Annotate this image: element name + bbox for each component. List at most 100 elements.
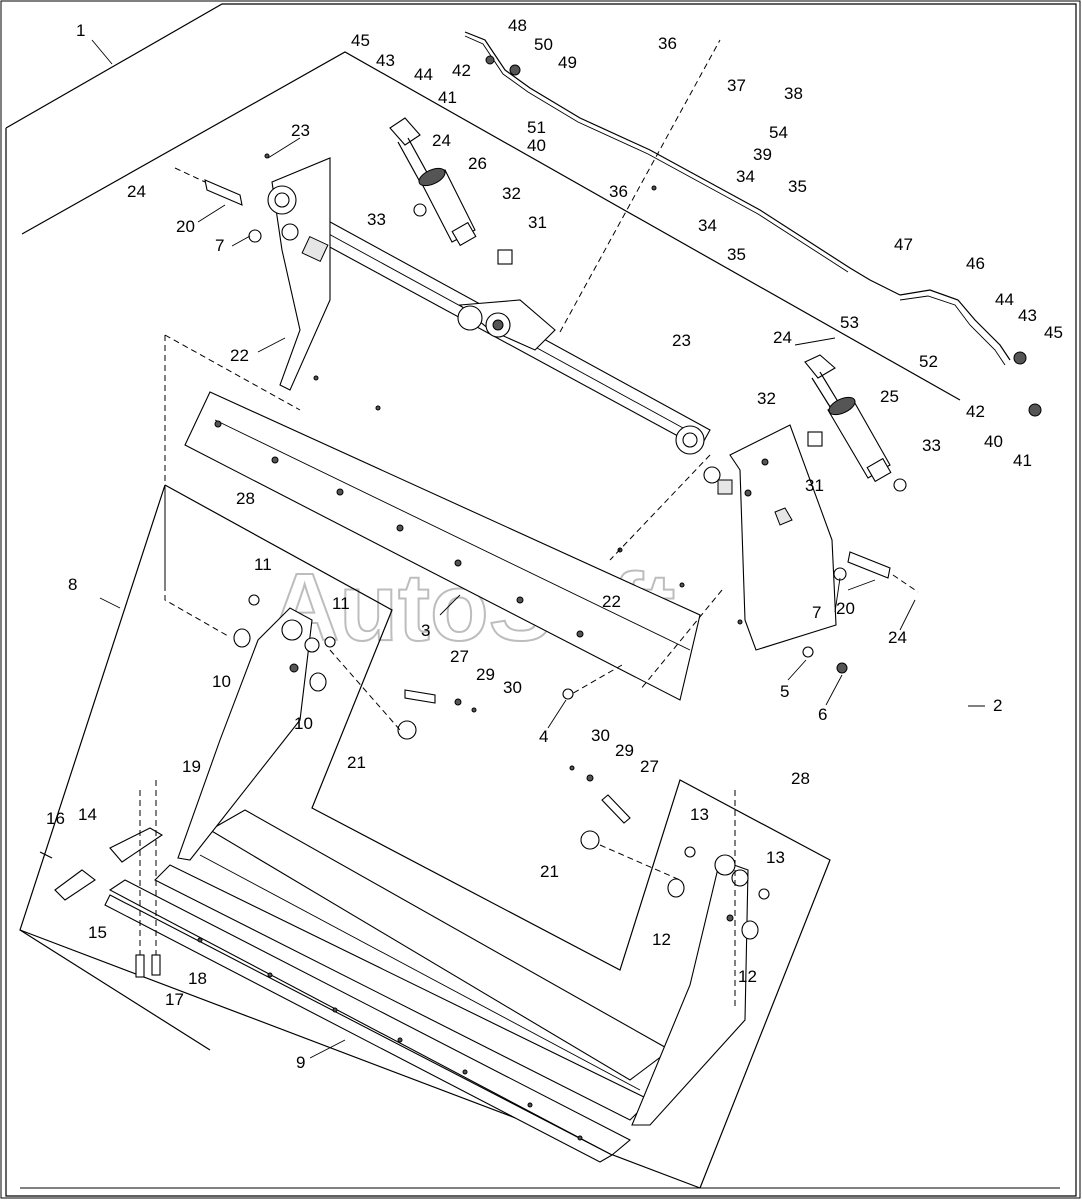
callout-41b: 41 [1013,451,1032,470]
hardware-items [204,153,907,700]
cross-tube-3 [184,391,701,701]
callout-35b: 35 [727,245,746,264]
callout-51: 51 [527,118,546,137]
callout-14: 14 [78,805,97,824]
callout-8: 8 [68,575,77,594]
callout-34a: 34 [736,167,755,186]
dashed-construction-lines [139,39,919,1010]
callout-24a: 24 [127,182,146,201]
callout-33b: 33 [922,436,941,455]
callout-33a: 33 [367,210,386,229]
callout-37: 37 [727,76,746,95]
callout-18: 18 [188,969,207,988]
callout-24b: 24 [432,131,451,150]
callout-36b: 36 [609,182,628,201]
callout-21b: 21 [540,862,559,881]
cylinder-25 [804,354,892,483]
right-tower [675,424,837,651]
callout-3: 3 [421,621,430,640]
callout-28a: 28 [236,489,255,508]
callout-12b: 12 [738,967,757,986]
callout-43a: 43 [376,51,395,70]
callout-50: 50 [534,35,553,54]
callout-27b: 27 [640,757,659,776]
callout-5: 5 [780,682,789,701]
callout-22b: 22 [602,592,621,611]
callout-11b: 11 [332,594,350,613]
callout-12a: 12 [652,930,671,949]
callout-30a: 30 [503,678,522,697]
callout-6: 6 [818,705,827,724]
callout-36a: 36 [658,34,677,53]
callouts: 1 2 3 4 5 6 7 7 8 9 10 10 11 11 12 12 13… [46,16,1063,1072]
callout-54: 54 [769,123,788,142]
center-link [457,299,556,351]
callout-11a: 11 [254,555,272,574]
callout-28b: 28 [791,769,810,788]
callout-21a: 21 [347,753,366,772]
callout-39: 39 [753,145,772,164]
callout-7b: 7 [812,603,821,622]
callout-49: 49 [558,53,577,72]
callout-29a: 29 [476,665,495,684]
bucket-body-9 [104,809,672,1163]
callout-44a: 44 [414,65,433,84]
callout-44b: 44 [995,290,1014,309]
bushings-pins [233,594,770,940]
callout-10a: 10 [212,672,231,691]
right-bucket-arm [631,854,749,1126]
callout-31b: 31 [805,476,824,495]
callout-43b: 43 [1018,306,1037,325]
callout-2: 2 [993,696,1002,715]
callout-42b: 42 [966,402,985,421]
callout-25: 25 [880,387,899,406]
callout-10b: 10 [294,714,313,733]
callout-35a: 35 [788,177,807,196]
callout-13a: 13 [690,805,709,824]
callout-53: 53 [840,313,859,332]
callout-40b: 40 [984,432,1003,451]
callout-24c: 24 [773,328,792,347]
callout-38: 38 [784,84,803,103]
callout-13b: 13 [766,848,785,867]
callout-34b: 34 [698,216,717,235]
callout-46: 46 [966,254,985,273]
callout-19: 19 [182,757,201,776]
callout-23a: 23 [291,121,310,140]
callout-9: 9 [296,1053,305,1072]
callout-42a: 42 [452,61,471,80]
callout-40a: 40 [527,136,546,155]
left-bucket-arm [177,607,320,861]
callout-52: 52 [919,352,938,371]
callout-22a: 22 [230,346,249,365]
edge-brackets [39,827,164,978]
callout-27a: 27 [450,647,469,666]
callout-17: 17 [165,990,184,1009]
cylinder-26 [389,117,477,247]
callout-47: 47 [894,235,913,254]
assembly-1-outline [5,3,1077,1197]
callout-41a: 41 [438,88,457,107]
callout-32a: 32 [502,184,521,203]
callout-1: 1 [76,21,85,40]
leader-lines [91,39,916,1059]
callout-29b: 29 [615,741,634,760]
callout-32b: 32 [757,389,776,408]
callout-4: 4 [539,727,548,746]
callout-26: 26 [468,154,487,173]
left-tower [267,157,381,411]
callout-20b: 20 [836,599,855,618]
callout-48: 48 [508,16,527,35]
callout-15: 15 [88,923,107,942]
callout-7a: 7 [215,236,224,255]
callout-30b: 30 [591,726,610,745]
callout-16: 16 [46,809,65,828]
hydraulic-line [464,31,1042,417]
callout-45a: 45 [351,31,370,50]
callout-45b: 45 [1044,323,1063,342]
callout-31a: 31 [528,213,547,232]
callout-20a: 20 [176,217,195,236]
callout-24d: 24 [888,628,907,647]
